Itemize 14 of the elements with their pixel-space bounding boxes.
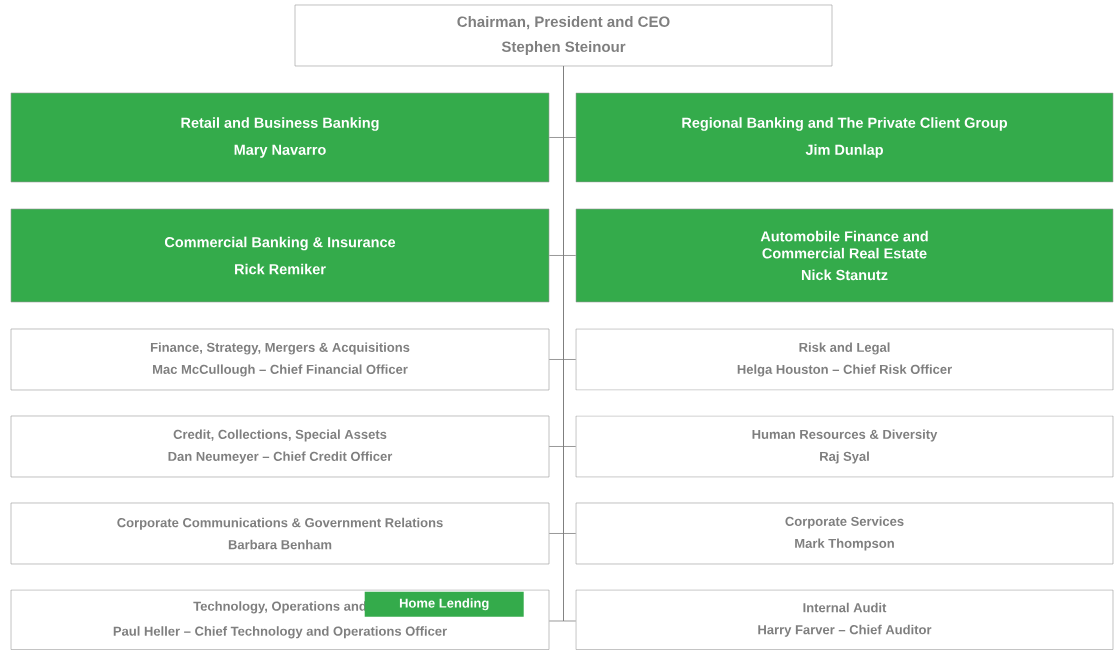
department-box: Corporate Services Mark Thompson	[575, 502, 1114, 565]
division-box: Regional Banking and The Private Client Group Jim Dunlap	[575, 92, 1114, 183]
division-box: Automobile Finance and Commercial Real Estate Nick Stanutz	[575, 208, 1114, 303]
department-box: Human Resources & Diversity Raj Syal	[575, 415, 1114, 478]
department-box: Finance, Strategy, Mergers & Acquisitions Mac McCullough – Chief Financial Officer	[10, 328, 550, 391]
connector-line	[563, 65, 577, 622]
division-badge: Home Lending	[364, 591, 524, 617]
department-box: Corporate Communications & Government Relations Barbara Benham	[10, 502, 550, 565]
division-box: Commercial Banking & Insurance Rick Remiker	[10, 208, 550, 303]
department-box: Internal Audit Harry Farver – Chief Auditor	[575, 589, 1114, 650]
department-box: Credit, Collections, Special Assets Dan Neumeyer – Chief Credit Officer	[10, 415, 550, 478]
executive-box: Chairman, President and CEO Stephen Steinour	[294, 4, 833, 67]
division-box: Retail and Business Banking Mary Navarro	[10, 92, 550, 183]
department-box: Risk and Legal Helga Houston – Chief Risk Officer	[575, 328, 1114, 391]
